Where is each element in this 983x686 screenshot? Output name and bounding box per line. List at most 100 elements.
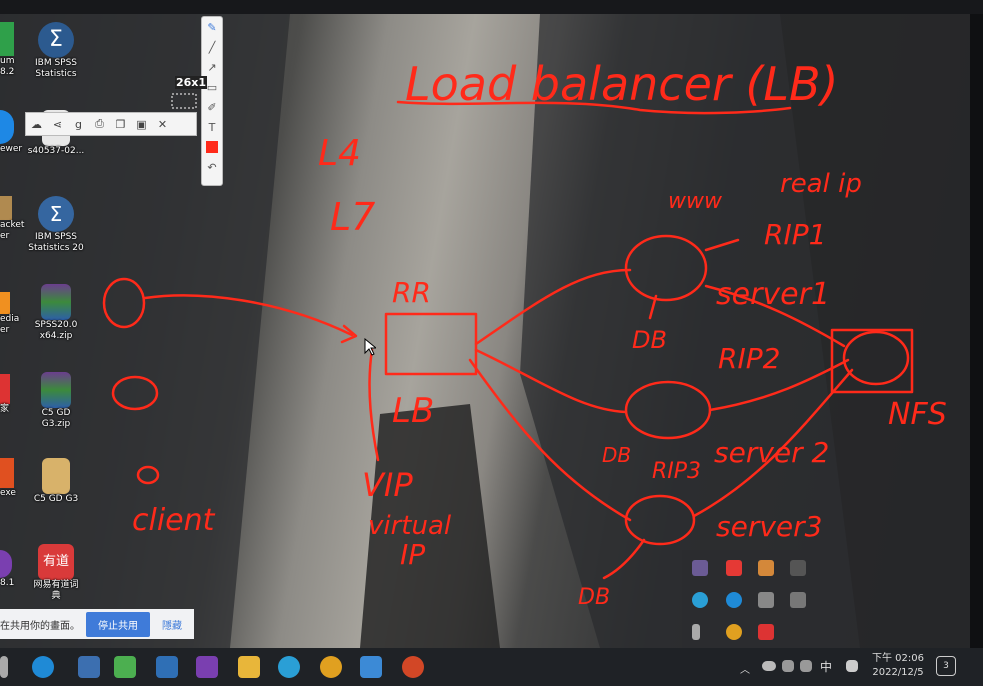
server3-annotation: server3: [716, 510, 822, 543]
defender-icon[interactable]: [726, 560, 742, 576]
client-arrow: [143, 294, 354, 337]
rip1-arrow: [704, 238, 740, 252]
app-tray-icon[interactable]: [758, 592, 774, 608]
desktop-icon-label: um 8.2: [0, 56, 15, 77]
file-explorer-icon[interactable]: [238, 656, 260, 678]
spss-icon: Σ: [38, 196, 74, 232]
desktop-icon-label: 家: [0, 404, 10, 414]
feather-icon[interactable]: [692, 560, 708, 576]
link-server1: [474, 268, 632, 346]
desktop-icon-cut[interactable]: exe: [0, 458, 30, 499]
selection-handle[interactable]: [170, 92, 200, 110]
pen-icon[interactable]: ✐: [207, 100, 217, 114]
desktop-icon-spss20[interactable]: Σ IBM SPSS Statistics 20: [16, 196, 96, 254]
line-icon[interactable]: ╱: [208, 40, 216, 54]
rip2-annotation: RIP2: [718, 342, 780, 375]
desktop-icon-label: 网易有道词 典: [33, 580, 79, 601]
link-server2: [474, 348, 628, 414]
desktop-icon-cut[interactable]: 家: [0, 374, 30, 415]
link-nfs-2: [708, 358, 850, 412]
text-icon[interactable]: T: [208, 120, 216, 134]
vlc-icon: [0, 292, 10, 314]
www-annotation: www: [668, 189, 723, 214]
save-icon[interactable]: ▣: [136, 117, 147, 131]
desktop-icon-cut[interactable]: um 8.2: [0, 22, 30, 78]
title-underline: [396, 100, 792, 115]
powerpoint-icon[interactable]: [402, 656, 424, 678]
desktop-icon-youdao[interactable]: 有道 网易有道词 典: [16, 544, 96, 602]
desktop-icon-label: IBM SPSS Statistics: [34, 58, 78, 79]
arrow-icon[interactable]: ↗: [207, 60, 217, 74]
db2-annotation: DB: [602, 443, 631, 467]
print-icon[interactable]: ⎙: [95, 117, 104, 130]
app-icon[interactable]: [360, 656, 382, 678]
app-tray-icon[interactable]: [790, 560, 806, 576]
stop-sharing-button[interactable]: 停止共用: [86, 611, 150, 637]
db1-annotation: DB: [632, 326, 667, 354]
microphone-icon[interactable]: [692, 624, 700, 640]
document-icon: [42, 458, 70, 494]
notification-count: 3: [943, 661, 949, 671]
rip3-annotation: RIP3: [652, 459, 701, 484]
color-swatch-icon[interactable]: [202, 137, 222, 157]
teamviewer-icon: [0, 110, 14, 144]
chrome-icon[interactable]: [726, 624, 742, 640]
edge-icon[interactable]: [726, 592, 742, 608]
desktop-icon-label: exe: [0, 488, 16, 498]
rectangle-icon[interactable]: ▭: [206, 80, 218, 94]
network-icon[interactable]: [782, 660, 794, 672]
real-ip-annotation: real ip: [780, 169, 862, 199]
db1-arrow: [648, 294, 658, 320]
virtual-annotation: virtual: [368, 511, 452, 541]
annotation-toolbar: ✎ ╱ ↗ ▭ ✐ T ↶: [201, 16, 223, 186]
visual-studio-icon[interactable]: [196, 656, 218, 678]
vmware-icon[interactable]: [156, 656, 178, 678]
desktop-icon-c5-zip[interactable]: C5 GD G3.zip: [16, 372, 96, 430]
app-tray-icon[interactable]: [790, 592, 806, 608]
close-icon[interactable]: ✕: [157, 117, 168, 131]
notification-icon[interactable]: 3: [936, 656, 956, 676]
desktop-icon-c5-folder[interactable]: C5 GD G3: [16, 458, 96, 505]
desktop-icon-cut[interactable]: 8.1: [0, 550, 30, 589]
client-circle-3: [136, 465, 160, 485]
telegram-icon[interactable]: [692, 592, 708, 608]
undo-icon[interactable]: ↶: [207, 160, 217, 174]
network-app-icon[interactable]: [78, 656, 100, 678]
telegram-icon[interactable]: [278, 656, 300, 678]
taskbar-clock[interactable]: 下午 02:06 2022/12/5: [868, 652, 928, 680]
client-circle-1: [102, 277, 146, 329]
desktop-icon-cut[interactable]: ewer: [0, 110, 30, 155]
start-icon[interactable]: [0, 656, 8, 678]
taskbar: ︿ 3: [0, 648, 983, 686]
desktop-icon-label: ewer: [0, 144, 23, 154]
client-circle-2: [111, 375, 159, 411]
server2-annotation: server 2: [714, 436, 829, 469]
volume-icon[interactable]: [800, 660, 812, 672]
desktop-icon-label: 8.1: [0, 578, 15, 588]
copy-icon[interactable]: ❐: [115, 117, 126, 131]
ime-icon[interactable]: [846, 660, 858, 672]
chevron-up-icon[interactable]: ︿: [740, 665, 750, 676]
share-icon[interactable]: ⋖: [52, 117, 63, 131]
lb-annotation: LB: [392, 391, 434, 431]
hide-button[interactable]: 隱藏: [162, 620, 182, 632]
app-icon: [0, 22, 14, 56]
onedrive-icon[interactable]: [762, 661, 776, 671]
ime-indicator[interactable]: 中: [820, 660, 833, 674]
highlighter-icon[interactable]: ✎: [207, 20, 217, 34]
desktop-icon-spss-zip[interactable]: SPSS20.0 x64.zip: [16, 284, 96, 342]
chrome-icon[interactable]: [320, 656, 342, 678]
youdao-icon: 有道: [38, 544, 74, 580]
snip-toolbar: ☁ ⋖ g ⎙ ❐ ▣ ✕: [25, 112, 197, 136]
app-tray-icon[interactable]: [758, 624, 774, 640]
cloud-upload-icon[interactable]: ☁: [31, 117, 42, 131]
desktop-icon-cut[interactable]: acket er: [0, 196, 30, 242]
edge-icon[interactable]: [32, 656, 54, 678]
desktop-icon-cut[interactable]: edia er: [0, 292, 30, 336]
app-tray-icon[interactable]: [758, 560, 774, 576]
desktop-icon-spss[interactable]: Σ IBM SPSS Statistics: [16, 22, 96, 80]
clock-date: 2022/12/5: [872, 667, 924, 678]
lb-box: [384, 312, 478, 376]
google-search-icon[interactable]: g: [75, 117, 82, 131]
app-icon[interactable]: [114, 656, 136, 678]
